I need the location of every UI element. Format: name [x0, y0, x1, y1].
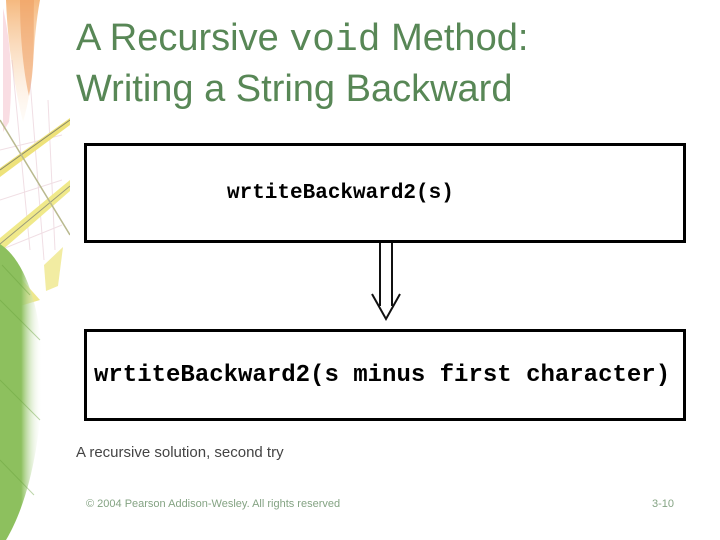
- title-code-keyword: void: [289, 19, 381, 62]
- diagram-box-bottom: wrtiteBackward2(s minus first character): [84, 329, 686, 421]
- call-label-bottom: wrtiteBackward2(s minus first character): [94, 361, 671, 389]
- down-arrow-icon: [371, 243, 401, 322]
- figure-caption: A recursive solution, second try: [76, 444, 284, 461]
- decoration-art: [0, 0, 70, 540]
- slide-title: A Recursive void Method: Writing a Strin…: [76, 14, 696, 114]
- title-line1-prefix: A Recursive: [76, 17, 290, 59]
- call-label-top: wrtiteBackward2(s): [227, 181, 454, 205]
- copyright-text: © 2004 Pearson Addison-Wesley. All right…: [86, 498, 341, 510]
- title-line1-suffix: Method:: [380, 17, 529, 59]
- diagram-box-top: wrtiteBackward2(s): [84, 143, 686, 243]
- left-decoration: [0, 0, 70, 540]
- slide-number: 3-10: [652, 498, 675, 510]
- title-line2: Writing a String Backward: [76, 68, 513, 110]
- title-line1: A Recursive void Method:: [76, 14, 696, 65]
